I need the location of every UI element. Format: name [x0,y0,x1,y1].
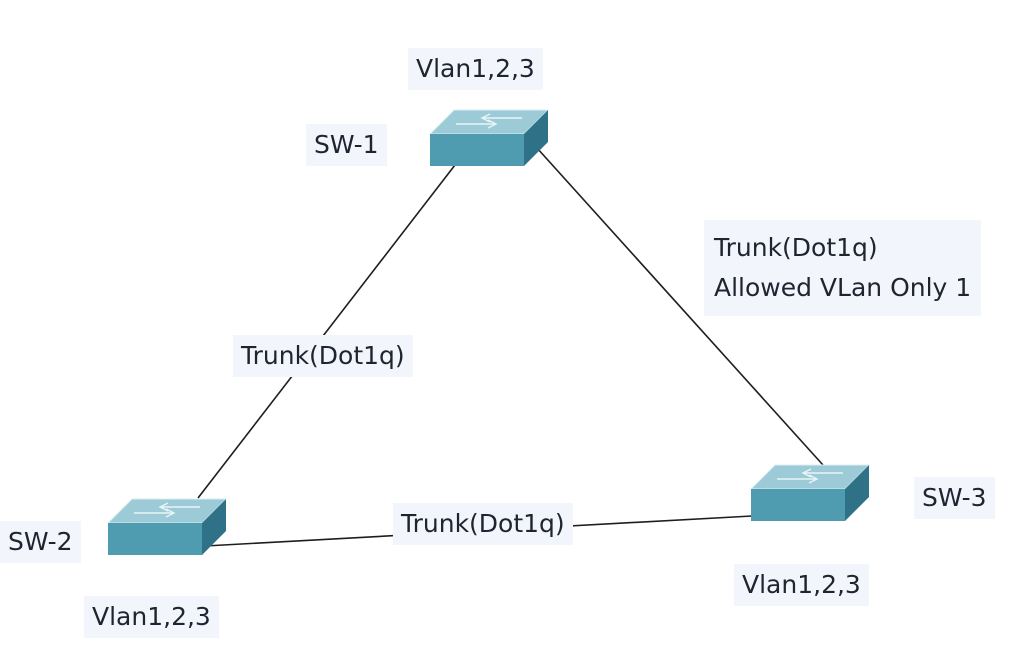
vlan-label-sw3: Vlan1,2,3 [734,564,869,606]
link-label-sw1-sw2: Trunk(Dot1q) [233,335,413,377]
vlan-label-sw1: Vlan1,2,3 [408,48,543,90]
network-switch-icon[interactable] [104,493,230,557]
link-sw1-sw3 [536,147,824,466]
network-switch-icon[interactable] [426,104,552,168]
switch-name-sw2: SW-2 [0,521,81,563]
vlan-label-sw2: Vlan1,2,3 [84,596,219,638]
link-label-sw2-sw3: Trunk(Dot1q) [393,503,573,545]
link-label-sw1-sw3: Trunk(Dot1q) Allowed VLan Only 1 [704,220,982,316]
link-label-line: Allowed VLan Only 1 [714,273,972,302]
network-switch-icon[interactable] [747,459,873,523]
link-sw1-sw2 [197,164,456,499]
switch-name-sw3: SW-3 [914,477,995,519]
link-label-line: Trunk(Dot1q) [714,233,878,262]
switch-name-sw1: SW-1 [306,124,387,166]
